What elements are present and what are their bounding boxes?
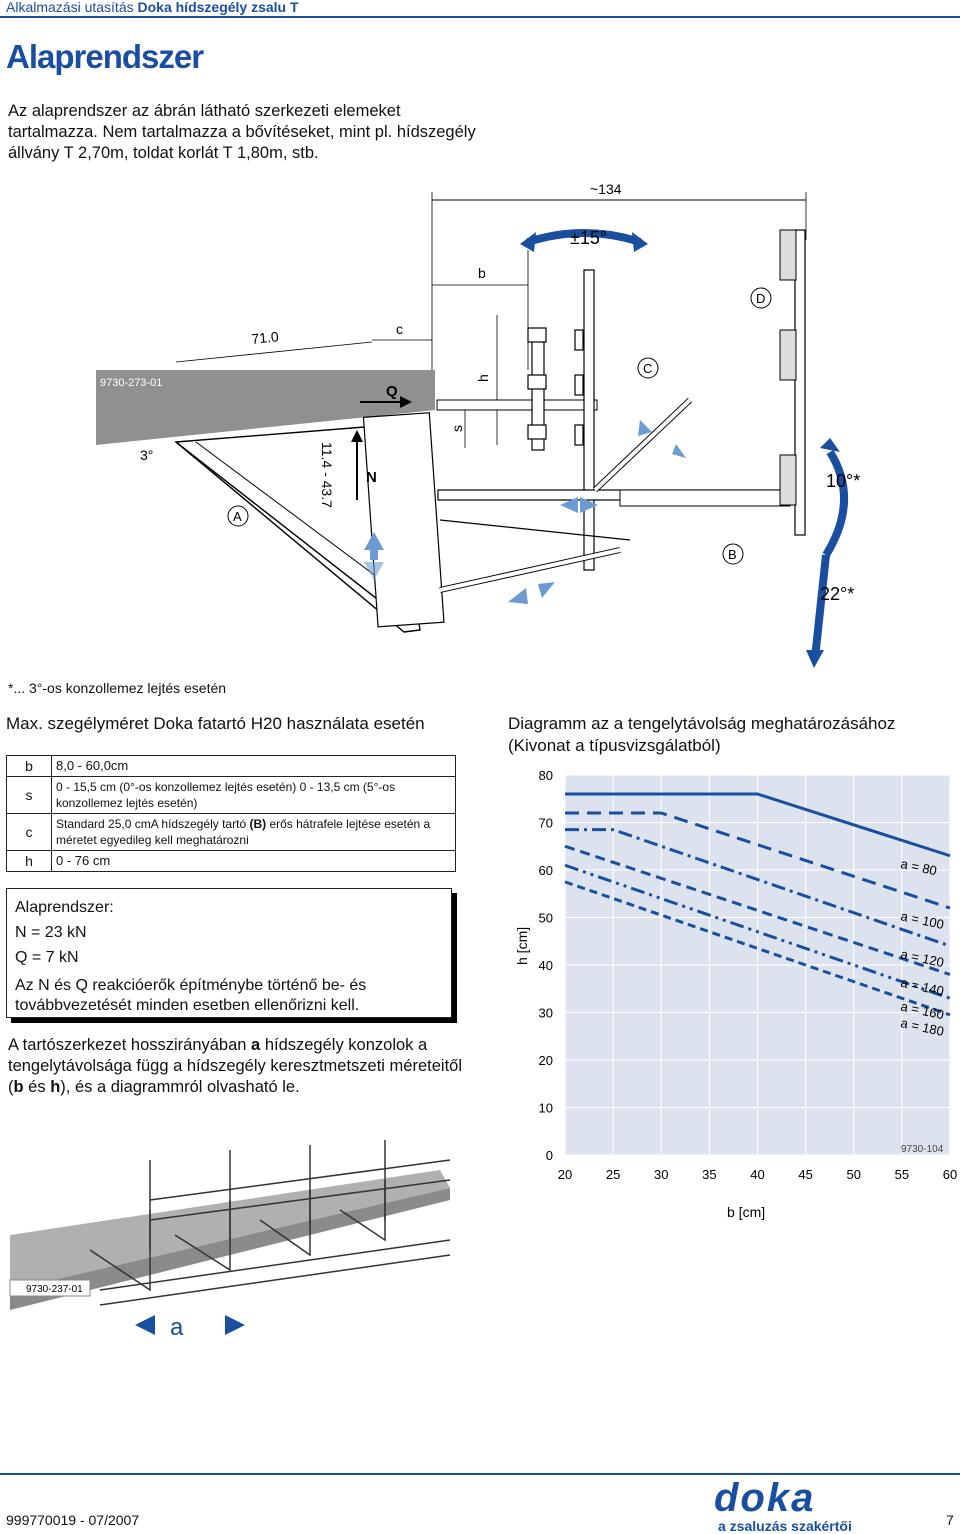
x-tick-label: 35: [702, 1167, 716, 1182]
y-tick-label: 40: [539, 958, 553, 973]
angle-22: 22°*: [820, 584, 854, 604]
dims-title: Max. szegélyméret Doka fatartó H20 haszn…: [6, 714, 425, 733]
y-tick-label: 0: [546, 1148, 553, 1163]
label-a: A: [233, 509, 242, 524]
angle-15: ±15°: [570, 228, 607, 248]
y-tick-label: 20: [539, 1053, 553, 1068]
x-tick-label: 60: [943, 1167, 957, 1182]
y-tick-label: 60: [539, 863, 553, 878]
angle-10: 10°*: [826, 471, 860, 491]
loads-note: Az N és Q reakcióerők építménybe történő…: [15, 977, 367, 1014]
label-b: b: [478, 265, 486, 281]
series-line: [564, 844, 951, 976]
y-axis-label: h [cm]: [514, 927, 530, 965]
photo-label-a: a: [170, 1314, 184, 1340]
x-tick-label: 45: [798, 1167, 812, 1182]
header-prefix: Alkalmazási utasítás: [6, 0, 134, 15]
label-c-circle: C: [643, 361, 652, 376]
label-d-circle: D: [756, 291, 765, 306]
document-code: 999770019 - 07/2007: [6, 1512, 140, 1528]
label-h: h: [475, 374, 491, 382]
spacing-paragraph: A tartószerkezet hosszirányában a hídsze…: [8, 1036, 462, 1096]
label-n: N: [366, 469, 377, 486]
x-tick-label: 30: [654, 1167, 668, 1182]
row-value: 0 - 15,5 cm (0°-os konzollemez lejtés es…: [51, 776, 456, 814]
loads-title: Alaprendszer:: [15, 899, 114, 916]
y-tick-label: 70: [539, 816, 553, 831]
row-key: s: [6, 776, 52, 814]
drawing-code: 9730-273-01: [100, 377, 162, 389]
table-row: h 0 - 76 cm: [6, 850, 456, 872]
x-tick-label: 55: [895, 1167, 909, 1182]
angle-3: 3°: [140, 447, 153, 463]
label-q: Q: [386, 383, 398, 400]
footnote: *... 3°-os konzollemez lejtés esetén: [8, 680, 227, 696]
series-label: a = 80: [899, 856, 938, 878]
system-drawing: 9730-273-01 ~134 ±15° b 71.0 c h s: [96, 181, 860, 668]
photo-code: 9730-237-01: [26, 1284, 83, 1295]
header-rule: [0, 16, 960, 18]
doka-logo: doka a zsaluzás szakértői: [714, 1476, 852, 1534]
concrete-slab: [96, 370, 435, 445]
dim-71: 71.0: [251, 328, 280, 347]
series-line: [565, 811, 951, 910]
y-tick-label: 30: [539, 1006, 553, 1021]
y-tick-label: 10: [539, 1101, 553, 1116]
dims-table: b 8,0 - 60,0cm s 0 - 15,5 cm (0°-os konz…: [6, 755, 456, 872]
series-line: [564, 880, 951, 1017]
x-tick-label: 50: [847, 1167, 861, 1182]
chart-code: 9730-104: [901, 1144, 944, 1155]
row-value: 8,0 - 60,0cm: [51, 755, 456, 777]
series-line: [564, 863, 951, 1000]
series-line: [565, 828, 951, 948]
load-q: Q = 7 kN: [15, 949, 79, 966]
x-axis-label: b [cm]: [727, 1204, 765, 1220]
chart-title: Diagramm az a tengelytávolság meghatároz…: [508, 714, 896, 755]
row-key: c: [6, 813, 52, 851]
dim-range: 11.4 - 43.7: [319, 442, 335, 508]
row-value: 0 - 76 cm: [51, 850, 456, 872]
table-row: c Standard 25,0 cmA hídszegély tartó (B)…: [6, 813, 456, 851]
running-header: Alkalmazási utasítás Doka hídszegély zsa…: [6, 0, 299, 15]
page-title: Alaprendszer: [6, 38, 204, 75]
y-tick-label: 50: [539, 911, 553, 926]
row-key: h: [6, 850, 52, 872]
table-row: b 8,0 - 60,0cm: [6, 755, 456, 777]
y-tick-label: 80: [539, 768, 553, 783]
x-tick-label: 25: [606, 1167, 620, 1182]
x-tick-label: 40: [750, 1167, 764, 1182]
footer-rule: [0, 1473, 960, 1475]
loads-box: Alaprendszer: N = 23 kN Q = 7 kN Az N és…: [6, 888, 452, 1018]
label-b-circle: B: [728, 547, 737, 562]
row-value: Standard 25,0 cmA hídszegély tartó (B) e…: [51, 813, 456, 851]
perspective-drawing: 9730-237-01 a: [9, 1140, 451, 1340]
dim-134: ~134: [590, 181, 622, 197]
row-key: b: [6, 755, 52, 777]
label-s: s: [449, 425, 465, 432]
header-product: Doka hídszegély zsalu T: [137, 0, 299, 15]
label-c: c: [396, 321, 403, 337]
series-line: [565, 792, 951, 858]
table-row: s 0 - 15,5 cm (0°-os konzollemez lejtés …: [6, 776, 456, 814]
intro-text: Az alaprendszer az ábrán látható szerkez…: [8, 102, 476, 162]
load-n: N = 23 kN: [15, 924, 87, 941]
page-number: 7: [946, 1512, 954, 1528]
x-tick-label: 20: [558, 1167, 572, 1182]
